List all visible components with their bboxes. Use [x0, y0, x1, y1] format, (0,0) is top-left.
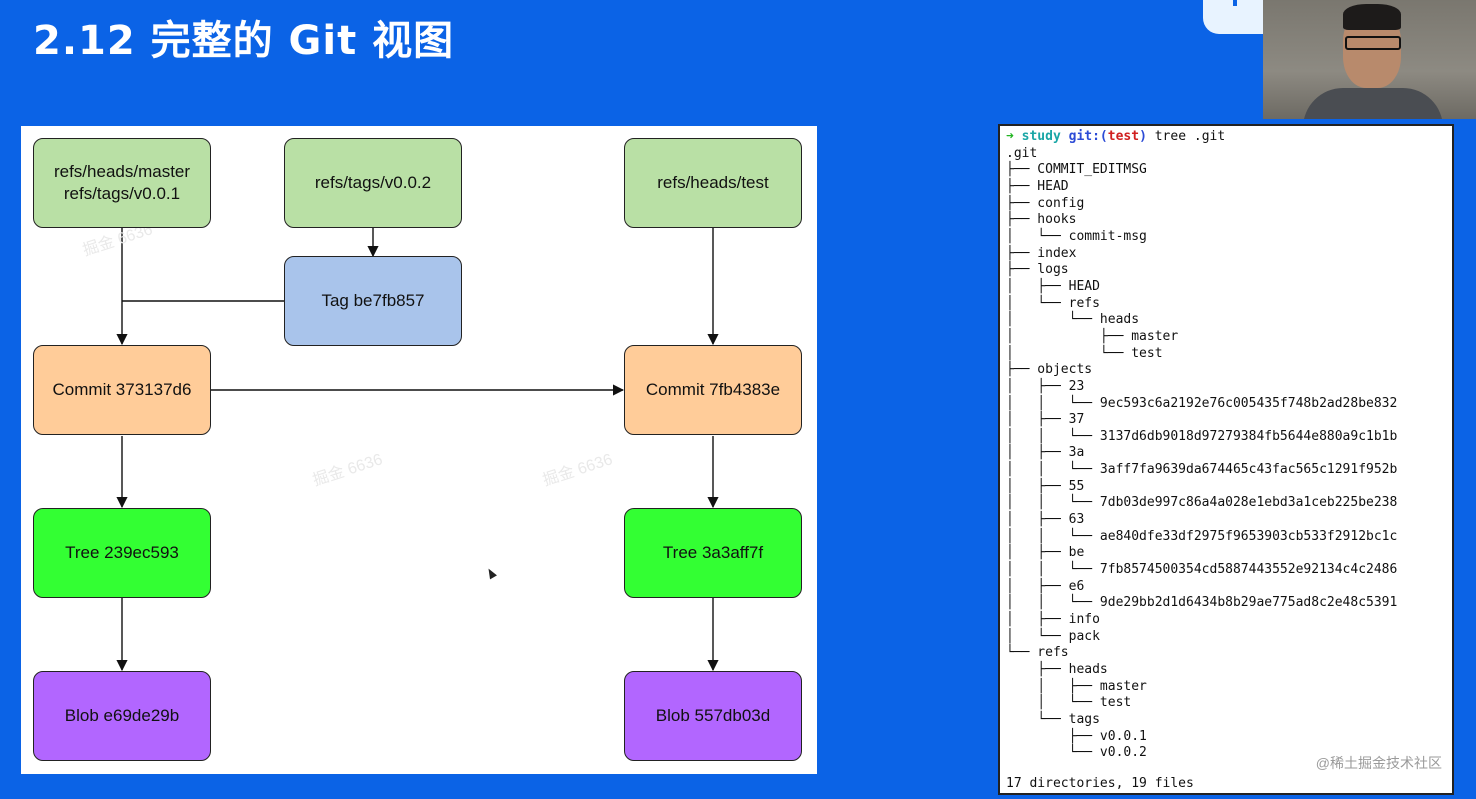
tree-line: └── tags — [1006, 711, 1100, 727]
tree-line: │ ├── master — [1006, 328, 1179, 344]
prompt-branch: test — [1107, 129, 1140, 144]
terminal-window: ➜ study git:(test) tree .git .git├── COM… — [998, 124, 1454, 795]
tree-line: │ ├── 23 — [1006, 378, 1085, 394]
tree-line: │ ├── 3a — [1006, 445, 1085, 461]
node-blob-2: Blob 557db03d — [624, 671, 802, 761]
tree-line: │ ├── master — [1006, 678, 1147, 694]
tree-summary: 17 directories, 19 files — [1006, 776, 1194, 791]
tree-line: ├── config — [1006, 195, 1085, 211]
tree-line: └── refs — [1006, 645, 1069, 661]
app-badge — [1203, 0, 1273, 34]
tree-line: .git — [1006, 145, 1038, 161]
tree-line: │ ├── be — [1006, 545, 1085, 561]
webcam-overlay — [1263, 0, 1476, 119]
tree-line: │ │ └── 9de29bb2d1d6434b8b29ae775ad8c2e4… — [1006, 595, 1398, 611]
tree-line: ├── COMMIT_EDITMSG — [1006, 162, 1147, 178]
site-watermark: @稀土掘金技术社区 — [1315, 755, 1442, 771]
tree-line: │ └── refs — [1006, 295, 1100, 311]
tree-output: .git├── COMMIT_EDITMSG├── HEAD├── config… — [1000, 146, 1452, 762]
tree-line: │ ├── 55 — [1006, 478, 1085, 494]
tree-line: │ └── heads — [1006, 312, 1140, 328]
diagram-edges — [116, 228, 719, 672]
tree-line: │ ├── e6 — [1006, 578, 1085, 594]
tree-line: ├── index — [1006, 245, 1077, 261]
node-commit-1: Commit 373137d6 — [33, 345, 211, 435]
tree-line: │ ├── 63 — [1006, 512, 1085, 528]
tree-line: ├── v0.0.1 — [1006, 728, 1147, 744]
tree-line: │ ├── HEAD — [1006, 278, 1100, 294]
tree-line: ├── objects — [1006, 362, 1093, 378]
git-object-diagram: 掘金 6636 掘金 6636 掘金 6636 refs/heads/maste… — [21, 126, 817, 774]
tree-line: │ └── pack — [1006, 628, 1100, 644]
tree-line: │ │ └── 9ec593c6a2192e76c005435f748b2ad2… — [1006, 395, 1398, 411]
node-refs-heads-test: refs/heads/test — [624, 138, 802, 228]
node-refs-tag-v002: refs/tags/v0.0.2 — [284, 138, 462, 228]
terminal-prompt: ➜ study git:(test) tree .git — [1000, 126, 1452, 146]
slide-title: 2.12 完整的 Git 视图 — [33, 18, 455, 64]
tree-line: │ ├── 37 — [1006, 412, 1085, 428]
prompt-directory: study — [1021, 129, 1061, 144]
node-tree-1: Tree 239ec593 — [33, 508, 211, 598]
tree-line: │ └── test — [1006, 695, 1132, 711]
tree-line: └── v0.0.2 — [1006, 745, 1147, 761]
tree-line: ├── HEAD — [1006, 178, 1069, 194]
tree-line: ├── logs — [1006, 262, 1069, 278]
tree-line: ├── heads — [1006, 662, 1108, 677]
prompt-git-label: git:( — [1068, 129, 1108, 144]
tree-line: │ │ └── 3aff7fa9639da674465c43fac565c129… — [1006, 462, 1398, 478]
tree-line: │ │ └── 7fb8574500354cd5887443552e92134c… — [1006, 562, 1398, 578]
prompt-command: tree .git — [1154, 129, 1226, 144]
tree-line: │ │ └── 3137d6db9018d97279384fb5644e880a… — [1006, 428, 1398, 444]
node-blob-1: Blob e69de29b — [33, 671, 211, 761]
tree-line: │ └── commit-msg — [1006, 228, 1147, 244]
prompt-arrow-icon: ➜ — [1006, 129, 1014, 144]
tree-line: │ │ └── 7db03de997c86a4a028e1ebd3a1ceb22… — [1006, 495, 1398, 511]
tree-line: │ └── test — [1006, 345, 1163, 361]
node-tree-2: Tree 3a3aff7f — [624, 508, 802, 598]
tree-line: ├── hooks — [1006, 212, 1077, 228]
node-tag-object: Tag be7fb857 — [284, 256, 462, 346]
tree-line: │ ├── info — [1006, 612, 1100, 628]
prompt-close: ) — [1139, 129, 1147, 144]
tree-line: │ │ └── ae840dfe33df2975f9653903cb533f29… — [1006, 528, 1398, 544]
node-commit-2: Commit 7fb4383e — [624, 345, 802, 435]
